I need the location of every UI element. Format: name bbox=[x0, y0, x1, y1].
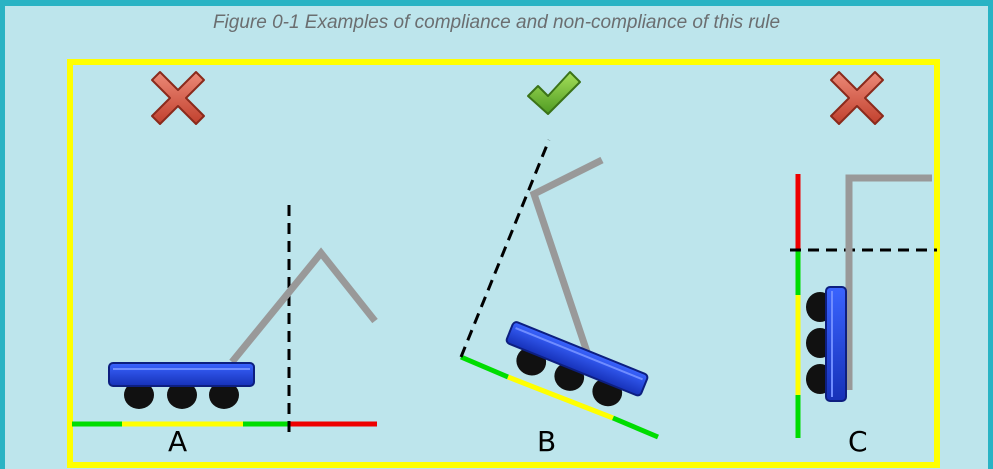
boundary-line bbox=[459, 139, 551, 358]
red-cross-icon bbox=[151, 71, 205, 125]
robot-wheel bbox=[167, 381, 197, 409]
robot-wheel bbox=[209, 381, 239, 409]
red-cross-icon bbox=[830, 71, 884, 125]
floor-zone-yellow bbox=[507, 374, 614, 421]
robot-wheel bbox=[124, 381, 154, 409]
floor-zone-green bbox=[612, 415, 659, 440]
panel-label-b: B bbox=[537, 425, 557, 458]
robot-body bbox=[505, 321, 649, 397]
robot-arm bbox=[229, 247, 378, 365]
panel-c bbox=[790, 71, 937, 438]
green-check-icon bbox=[527, 71, 581, 115]
robot-arm bbox=[845, 174, 932, 390]
figure-caption: Figure 0-1 Examples of compliance and no… bbox=[212, 12, 781, 33]
panel-border bbox=[67, 59, 940, 468]
floor-zone-green bbox=[460, 354, 509, 380]
panel-a bbox=[72, 71, 378, 438]
robot-arm bbox=[529, 156, 604, 357]
panel-label-c: C bbox=[848, 425, 868, 458]
panel-label-a: A bbox=[168, 425, 188, 458]
robot-body bbox=[825, 286, 847, 402]
robot-body bbox=[108, 362, 255, 387]
panel-b bbox=[459, 71, 659, 440]
